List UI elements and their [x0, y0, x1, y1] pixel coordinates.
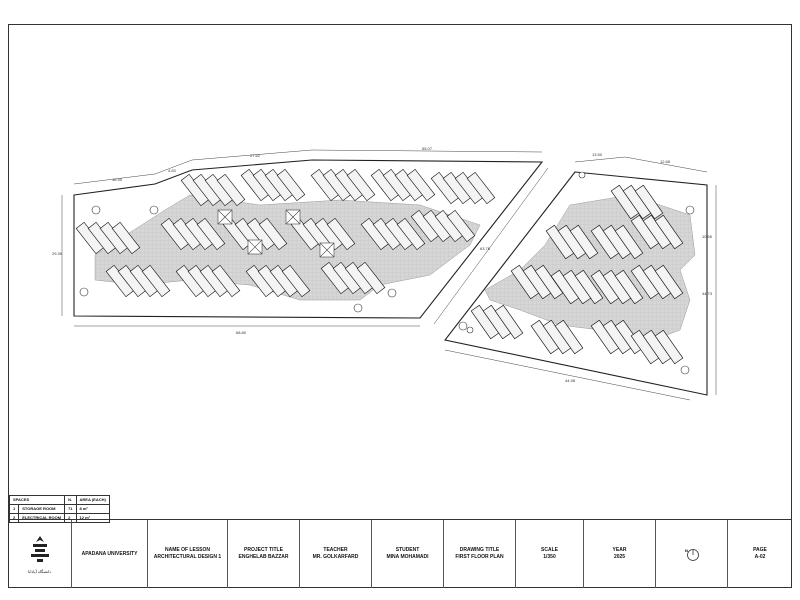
scale-label: SCALE [541, 547, 558, 553]
shop-unit [614, 224, 644, 260]
shop-unit [614, 319, 644, 355]
dim-left-top-c: 27.62 [250, 153, 261, 158]
shop-unit [281, 264, 311, 298]
dim-left-top-d: 55.07 [422, 146, 433, 151]
dim-right-bottom: 44.98 [565, 378, 576, 383]
tree-symbols [79, 171, 695, 375]
north-label: N [685, 548, 688, 553]
header-spaces: SPACES [8, 495, 66, 505]
dim-left-top-a: 18.40 [112, 177, 123, 182]
lesson-label: NAME OF LESSON [164, 547, 210, 553]
student-label: STUDENT [395, 547, 420, 553]
row-number: 1 [8, 504, 20, 514]
table-row: 2 ELECTRICAL ROOM 2 12 m² [8, 513, 110, 523]
shop-unit [554, 319, 584, 355]
table-row: 1 STORAGE ROOM 71 8 m² [8, 504, 110, 514]
year-cell: YEAR 2025 [584, 520, 656, 588]
page-cell: PAGE A-02 [728, 520, 792, 588]
title-block: دانشگاه آپادانا APADANA UNIVERSITY NAME … [8, 519, 792, 588]
shop-unit [196, 217, 226, 251]
shop-unit [494, 304, 524, 340]
header-n: N. [64, 495, 77, 505]
shop-unit [574, 269, 604, 305]
row-count: 71 [64, 504, 77, 514]
first-floor-plan: 18.40 4.63 27.62 55.07 29.39 68.80 63.76… [52, 146, 717, 401]
year-label: YEAR [612, 547, 627, 553]
logo-caption: دانشگاه آپادانا [28, 568, 51, 574]
right-shop-units [470, 184, 684, 365]
student-value: MINA MOHAMADI [386, 554, 429, 560]
shop-unit [654, 329, 684, 365]
university-name: APADANA UNIVERSITY [81, 550, 138, 557]
row-count: 2 [64, 513, 77, 523]
drawing-sheet-frame [8, 24, 792, 588]
shop-unit [569, 224, 599, 260]
dim-right-side-b: 44.73 [702, 291, 713, 296]
page-value: A-02 [754, 554, 766, 560]
left-block-outline [73, 159, 544, 319]
year-value: 2025 [613, 554, 626, 560]
dim-left-side: 29.39 [52, 251, 63, 256]
page-label: PAGE [753, 547, 767, 553]
shop-unit [406, 168, 436, 202]
dim-right-top-b: 12.68 [660, 159, 671, 164]
spaces-table-header: SPACES N. AREA (EACH) [8, 495, 110, 505]
shop-unit [211, 264, 241, 298]
row-space-name: STORAGE ROOM [18, 504, 66, 514]
row-area: 12 m² [75, 513, 110, 523]
shop-unit [258, 217, 288, 251]
shop-unit [654, 264, 684, 300]
teacher-label: TEACHER [323, 547, 348, 553]
drawing-value: FIRST FLOOR PLAN [455, 554, 504, 560]
north-arrow-cell: N [656, 520, 728, 588]
student-cell: STUDENT MINA MOHAMADI [372, 520, 444, 588]
dim-diagonal: 63.76 [480, 246, 491, 251]
scale-value: 1/350 [543, 554, 556, 560]
drawing-label: DRAWING TITLE [459, 547, 500, 553]
project-cell: PROJECT TITLE ENGHELAB BAZZAR [228, 520, 300, 588]
shop-unit [614, 269, 644, 305]
university-cell: APADANA UNIVERSITY [72, 520, 148, 588]
apadana-logo-icon [30, 535, 49, 562]
right-block-outline [444, 171, 708, 396]
lesson-value: ARCHITECTURAL DESIGN 1 [153, 554, 222, 560]
spaces-table: SPACES N. AREA (EACH) 1 STORAGE ROOM 71 … [8, 495, 110, 523]
dim-left-bottom: 68.80 [236, 330, 247, 335]
university-logo-cell: دانشگاه آپادانا [8, 520, 72, 588]
shop-unit [634, 184, 664, 220]
shop-unit [654, 214, 684, 250]
shop-unit [216, 173, 246, 207]
shop-unit [326, 217, 356, 251]
shop-unit [396, 217, 426, 251]
north-arrow-icon: N [685, 548, 699, 561]
teacher-value: MR. GOLKARFARD [312, 554, 359, 560]
drawing-title-cell: DRAWING TITLE FIRST FLOOR PLAN [444, 520, 516, 588]
shop-unit [346, 168, 376, 202]
dim-left-top-b: 4.63 [168, 168, 177, 173]
teacher-cell: TEACHER MR. GOLKARFARD [300, 520, 372, 588]
dim-right-side-a: 10.55 [702, 234, 713, 239]
scale-cell: SCALE 1/350 [516, 520, 584, 588]
project-value: ENGHELAB BAZZAR [238, 554, 289, 560]
dimension-lines [61, 149, 717, 401]
lesson-cell: NAME OF LESSON ARCHITECTURAL DESIGN 1 [148, 520, 228, 588]
shop-unit [111, 221, 141, 255]
shop-unit [356, 261, 386, 295]
row-area: 8 m² [75, 504, 110, 514]
shop-unit [141, 264, 171, 298]
shop-unit [466, 171, 496, 205]
shop-unit [446, 209, 476, 243]
left-shop-units [75, 168, 496, 298]
project-label: PROJECT TITLE [244, 547, 283, 553]
header-area: AREA (EACH) [75, 495, 110, 505]
shop-unit [276, 168, 306, 202]
dim-right-top-a: 13.50 [592, 152, 603, 157]
skylight-voids [217, 209, 335, 258]
row-number: 2 [8, 513, 20, 523]
